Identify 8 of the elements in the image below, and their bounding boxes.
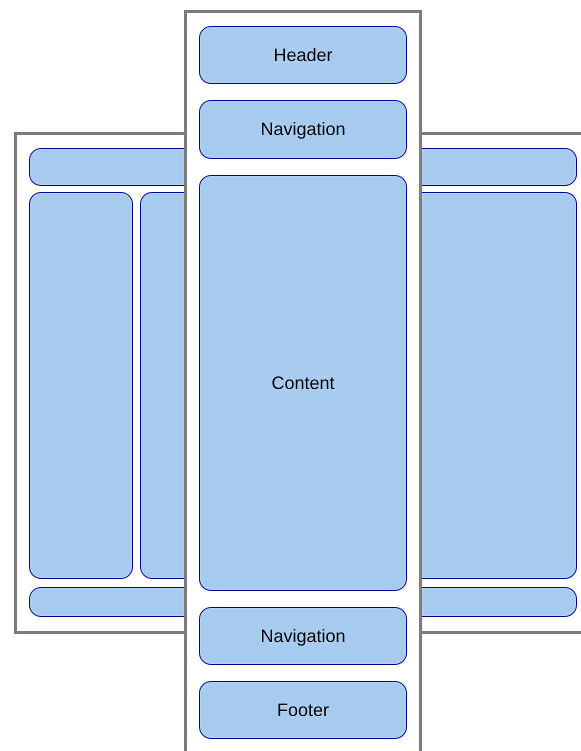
- section-box: Footer: [199, 681, 407, 739]
- section-box: Header: [199, 26, 407, 84]
- placeholder-block: [29, 192, 133, 579]
- placeholder-block: [140, 192, 184, 579]
- section-box: Content: [199, 175, 407, 591]
- section-box: Navigation: [199, 100, 407, 159]
- section-box: Navigation: [199, 607, 407, 665]
- placeholder-block: [421, 192, 577, 579]
